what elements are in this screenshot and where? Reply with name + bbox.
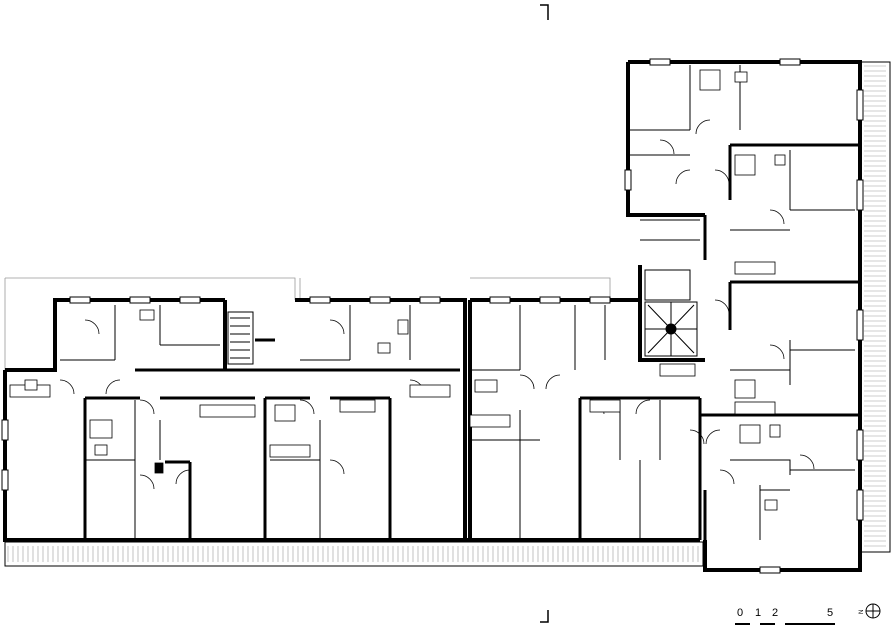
east-balcony-strip (859, 61, 891, 553)
windows (1, 58, 864, 574)
kitchen-counters (9, 261, 776, 458)
scale-label-5: 5 (827, 607, 833, 619)
scale-label-1: 1 (755, 607, 761, 619)
stair-core-tower (644, 301, 698, 357)
scale-label-0: 0 (737, 607, 743, 619)
balcony-strip (4, 541, 704, 567)
interior-walls (83, 143, 860, 540)
section-marker-top (540, 4, 549, 20)
thin-partitions (60, 65, 855, 540)
north-label: N (859, 610, 865, 614)
section-marker-bottom (540, 610, 549, 623)
door-swings (59, 119, 815, 490)
north-arrow-icon: N (859, 603, 881, 619)
scale-label-2: 2 (772, 607, 778, 619)
scale-bar: 0 1 2 5 (735, 607, 835, 625)
exterior-walls (3, 60, 862, 572)
site-boundary (4, 277, 611, 540)
stair-core-west (227, 311, 275, 365)
bathroom-fixtures (24, 69, 786, 511)
